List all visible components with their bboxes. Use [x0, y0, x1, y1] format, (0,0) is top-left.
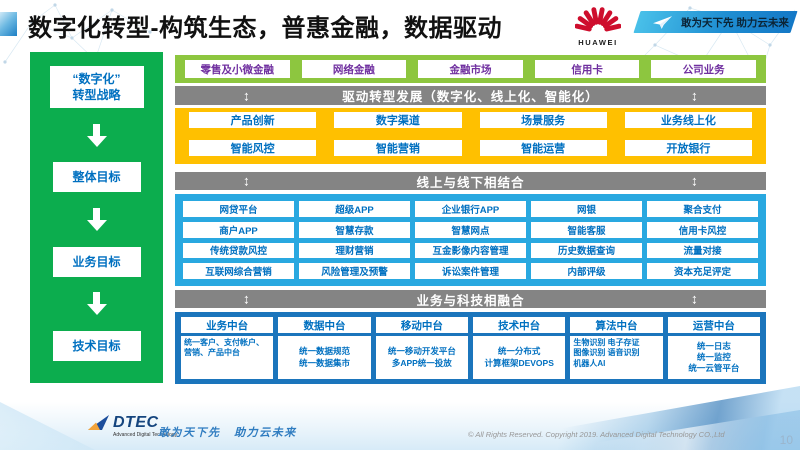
application-cell: 风险管理及预警	[299, 263, 410, 279]
architecture-diagram: 零售及小微金融 网络金融 金融市场 信用卡 公司业务 ↕ 驱动转型发展（数字化、…	[175, 55, 766, 384]
application-grid: 网贷平台 超级APP 企业银行APP 网银 聚合支付 商户APP 智慧存款 智慧…	[175, 194, 766, 286]
capability-cell: 场景服务	[479, 112, 607, 128]
title-accent-bar	[0, 12, 17, 36]
application-cell: 互金影像内容管理	[415, 242, 526, 259]
copyright-text: © All Rights Reserved. Copyright 2019. A…	[468, 430, 725, 439]
dtec-wordmark: DTEC	[113, 414, 159, 431]
footer-slogan: 敢为天下先 助力云未来	[158, 427, 297, 439]
up-down-arrow-icon: ↕	[242, 172, 250, 189]
business-line-cell: 金融市场	[418, 60, 523, 78]
strategy-box-business-goal: 业务目标	[52, 246, 141, 277]
application-cell: 智慧网点	[415, 221, 526, 238]
platform-column-data: 数据中台 统一数据规范 统一数据集市	[278, 317, 371, 379]
platform-column-mobile: 移动中台 统一移动开发平台 多APP统一投放	[375, 317, 468, 379]
down-arrow-icon	[86, 292, 107, 316]
application-cell: 网贷平台	[183, 201, 294, 217]
huawei-flower-icon	[574, 7, 622, 32]
slogan-text: 敢为天下先 助力云未来	[681, 16, 789, 29]
capability-cell: 智能营销	[334, 140, 462, 156]
capability-cell: 开放银行	[624, 140, 752, 156]
dtec-logo: DTEC Advanced Digital Technology	[88, 415, 177, 438]
banner-text: 驱动转型发展（数字化、线上化、智能化）	[342, 90, 599, 104]
strategy-box-digital-strategy: “数字化” 转型战略	[49, 66, 144, 108]
platform-column-operation: 运营中台 统一日志 统一监控 统一云管平台	[667, 317, 760, 379]
platform-detail: 统一日志 统一监控 统一云管平台	[667, 336, 760, 379]
platform-detail: 统一移动开发平台 多APP统一投放	[375, 336, 468, 379]
application-cell: 诉讼案件管理	[415, 263, 526, 279]
platform-title: 数据中台	[278, 317, 371, 333]
transformation-capability-grid: 产品创新 数字渠道 场景服务 业务线上化 智能风控 智能营销 智能运营 开放银行	[175, 108, 766, 164]
page-title: 数字化转型-构筑生态，普惠金融，数据驱动	[28, 15, 502, 42]
business-line-cell: 公司业务	[651, 60, 756, 78]
banner-text: 业务与科技相融合	[416, 293, 525, 308]
down-arrow-icon	[86, 123, 107, 147]
platform-column-algorithm: 算法中台 生物识别 电子存证 图像识别 语音识别 机器人AI	[570, 317, 663, 379]
dtec-subtitle: Advanced Digital Technology	[113, 432, 178, 438]
strategy-flow-panel: “数字化” 转型战略 整体目标 业务目标 技术目标	[30, 52, 163, 383]
banner-text: 线上与线下相结合	[416, 175, 525, 190]
huawei-wordmark: HUAWEI	[578, 38, 618, 47]
huawei-logo: HUAWEI	[572, 4, 624, 47]
application-cell: 信用卡风控	[647, 221, 758, 238]
up-down-arrow-icon: ↕	[691, 172, 699, 189]
platform-title: 运营中台	[667, 317, 760, 333]
up-down-arrow-icon: ↕	[242, 290, 250, 307]
platform-detail: 统一客户、支付帐户、营销、产品中台	[181, 336, 274, 379]
up-down-arrow-icon: ↕	[242, 87, 250, 104]
application-cell: 互联网综合营销	[183, 263, 294, 279]
platform-title: 算法中台	[570, 317, 663, 333]
banner-drive-transformation: ↕ 驱动转型发展（数字化、线上化、智能化） ↕	[175, 86, 766, 105]
application-cell: 企业银行APP	[415, 201, 526, 217]
capability-cell: 产品创新	[189, 112, 317, 128]
strategy-box-overall-goal: 整体目标	[52, 162, 141, 193]
slogan-banner-content: 敢为天下先 助力云未来	[637, 11, 794, 33]
application-cell: 流量对接	[647, 242, 758, 259]
business-line-cell: 信用卡	[534, 60, 640, 78]
application-cell: 智慧存款	[299, 221, 410, 238]
strategy-box-technical-goal: 技术目标	[52, 330, 141, 361]
banner-business-tech-fusion: ↕ 业务与科技相融合 ↕	[175, 290, 766, 308]
application-cell: 智能客服	[531, 221, 642, 238]
platform-title: 业务中台	[181, 317, 274, 333]
platform-detail: 生物识别 电子存证 图像识别 语音识别 机器人AI	[570, 336, 663, 379]
business-line-cell: 零售及小微金融	[185, 60, 290, 78]
application-cell: 历史数据查询	[531, 242, 642, 259]
application-cell: 网银	[531, 201, 642, 217]
capability-cell: 智能风控	[189, 140, 317, 156]
platform-detail: 统一数据规范 统一数据集市	[278, 336, 371, 379]
capability-cell: 智能运营	[479, 140, 607, 156]
platform-title: 技术中台	[473, 317, 566, 333]
capability-cell: 业务线上化	[624, 112, 752, 128]
down-arrow-icon	[86, 207, 107, 231]
application-cell: 资本充足评定	[647, 263, 758, 279]
business-lines-row: 零售及小微金融 网络金融 金融市场 信用卡 公司业务	[175, 55, 766, 83]
banner-online-offline: ↕ 线上与线下相结合 ↕	[175, 172, 766, 190]
page-number: 10	[779, 433, 793, 447]
up-down-arrow-icon: ↕	[691, 87, 699, 104]
business-line-cell: 网络金融	[301, 60, 407, 78]
application-cell: 传统贷款风控	[183, 242, 294, 259]
dtec-arrow-icon	[88, 415, 109, 430]
application-cell: 商户APP	[183, 221, 294, 238]
capability-cell: 数字渠道	[334, 112, 462, 128]
platform-title: 移动中台	[375, 317, 468, 333]
application-cell: 理财营销	[299, 242, 410, 259]
dtec-logo-text: DTEC Advanced Digital Technology	[113, 414, 178, 439]
slogan-banner: 敢为天下先 助力云未来	[633, 11, 798, 33]
application-cell: 聚合支付	[647, 201, 758, 217]
paper-plane-icon	[653, 15, 672, 29]
platform-detail: 统一分布式 计算框架DEVOPS	[473, 336, 566, 379]
application-cell: 内部评级	[531, 263, 642, 279]
application-cell: 超级APP	[299, 201, 410, 217]
middle-platform-row: 业务中台 统一客户、支付帐户、营销、产品中台 数据中台 统一数据规范 统一数据集…	[175, 312, 766, 384]
up-down-arrow-icon: ↕	[691, 290, 699, 307]
platform-column-technology: 技术中台 统一分布式 计算框架DEVOPS	[473, 317, 566, 379]
platform-column-business: 业务中台 统一客户、支付帐户、营销、产品中台	[181, 317, 274, 379]
